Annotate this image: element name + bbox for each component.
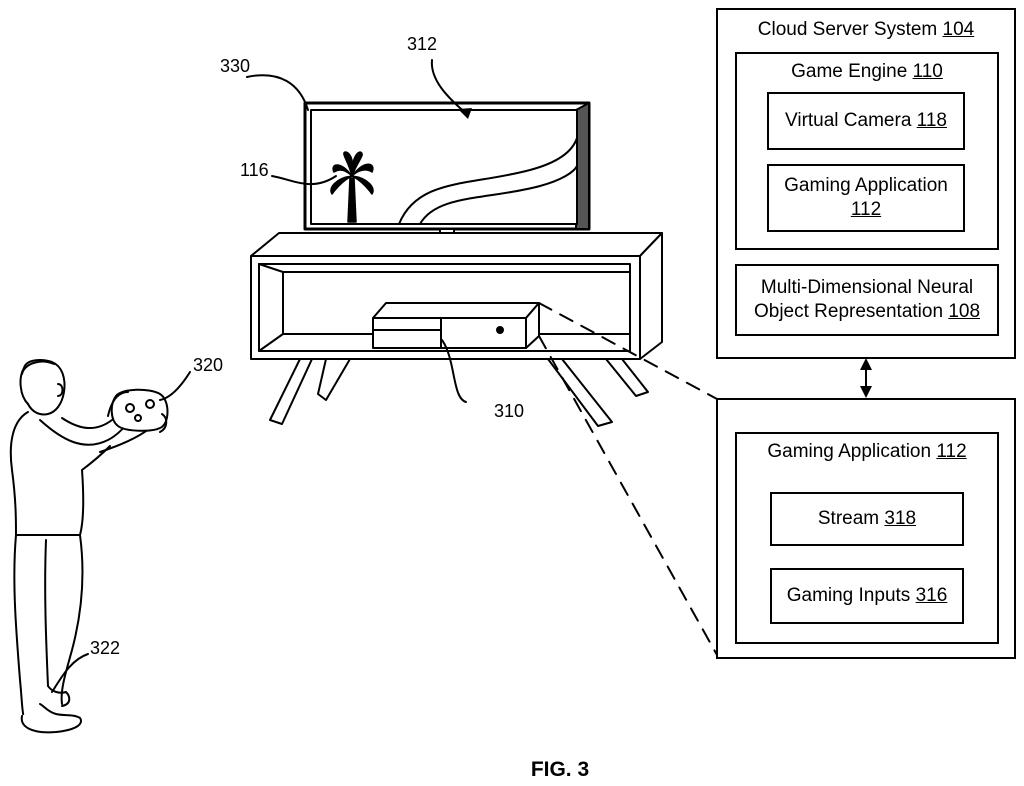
client-gaming-application-box: Gaming Application 112 Stream 318 Gaming… xyxy=(735,432,999,644)
gaming-inputs-box: Gaming Inputs 316 xyxy=(770,568,964,624)
bidirectional-arrow xyxy=(860,358,872,398)
callout-322: 322 xyxy=(90,638,120,659)
stream-box: Stream 318 xyxy=(770,492,964,546)
figure-label: FIG. 3 xyxy=(0,758,1024,782)
callout-330: 330 xyxy=(220,56,250,77)
neural-object-representation-line2: Object Representation 108 xyxy=(737,300,997,324)
game-engine-box: Game Engine 110 Virtual Camera 118 Gamin… xyxy=(735,52,999,250)
callout-312: 312 xyxy=(407,34,437,55)
gaming-application-engine-label: Gaming Application xyxy=(769,174,963,198)
gaming-application-engine-box: Gaming Application 112 xyxy=(767,164,965,232)
virtual-camera-box: Virtual Camera 118 xyxy=(767,92,965,150)
game-console xyxy=(373,303,539,348)
cloud-server-system-box: Cloud Server System 104 Game Engine 110 … xyxy=(716,8,1016,359)
user-figure xyxy=(11,360,168,732)
client-gaming-application-title: Gaming Application 112 xyxy=(737,440,997,464)
cloud-server-system-title: Cloud Server System 104 xyxy=(718,18,1014,42)
callout-320: 320 xyxy=(193,355,223,376)
game-engine-title: Game Engine 110 xyxy=(737,60,997,84)
client-gaming-application-outer-box: Gaming Application 112 Stream 318 Gaming… xyxy=(716,398,1016,659)
callout-310: 310 xyxy=(494,401,524,422)
neural-object-representation-box: Multi-Dimensional Neural Object Represen… xyxy=(735,264,999,336)
neural-object-representation-line1: Multi-Dimensional Neural xyxy=(737,276,997,300)
callout-116: 116 xyxy=(240,160,269,181)
